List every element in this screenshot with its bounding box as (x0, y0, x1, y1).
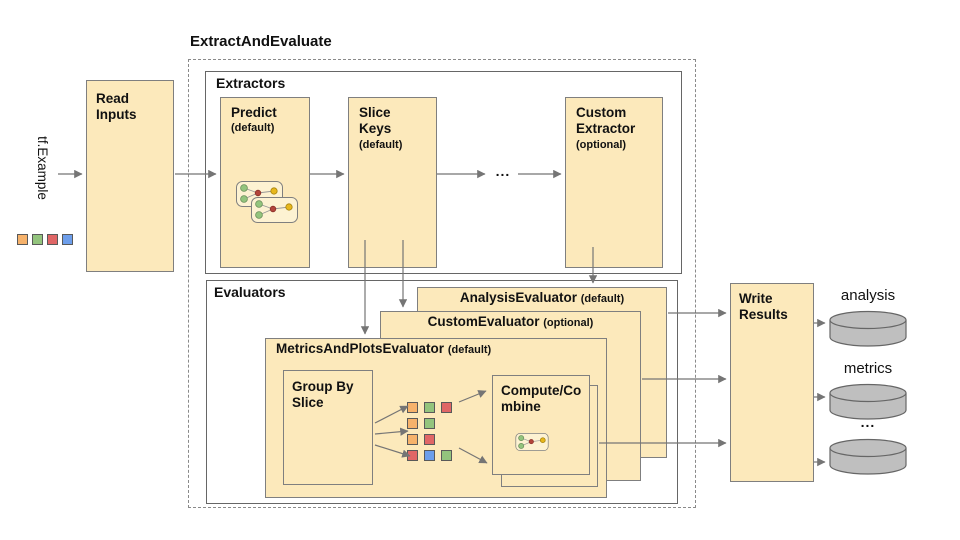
compute-model-icon (515, 433, 549, 451)
compute-combine-label: Compute/Combine (501, 383, 582, 415)
custom-extractor-title: Custom Extractor (576, 105, 636, 137)
extractors-ellipsis: ... (495, 163, 511, 179)
other-database-icon (829, 438, 907, 475)
metrics-and-plots-evaluator-title: MetricsAndPlotsEvaluator (default) (276, 341, 492, 356)
analysis-database-icon (829, 310, 907, 347)
input-square-green (32, 234, 43, 245)
metrics-output-label: metrics (843, 360, 893, 377)
read-inputs-box: Read Inputs (86, 80, 174, 272)
write-results-label: Write Results (739, 291, 788, 323)
slice-grid-row (407, 402, 452, 413)
slice-square-green (424, 418, 435, 429)
analysis-evaluator-title: AnalysisEvaluator (default) (459, 290, 625, 305)
extractors-label: Extractors (216, 75, 286, 91)
slice-grid (407, 402, 452, 461)
input-squares (17, 234, 73, 245)
slice-keys-extractor-box: Slice Keys (default) (348, 97, 437, 268)
custom-evaluator-title: CustomEvaluator (optional) (427, 314, 594, 329)
metrics-database-icon (829, 383, 907, 420)
tf-example-label: tf.Example (35, 136, 50, 200)
slice-square-green (424, 402, 435, 413)
input-square-orange (17, 234, 28, 245)
input-square-blue (62, 234, 73, 245)
group-by-slice-label: Group By Slice (292, 379, 354, 411)
analysis-output-label: analysis (840, 287, 896, 304)
compute-combine-box: Compute/Combine (492, 375, 590, 475)
custom-extractor-qualifier: (optional) (576, 138, 627, 151)
slice-square-orange (407, 402, 418, 413)
custom-extractor-box: Custom Extractor (optional) (565, 97, 663, 268)
diagram-title: ExtractAndEvaluate (190, 33, 332, 50)
slice-square-red (407, 450, 418, 461)
input-square-red (47, 234, 58, 245)
predict-model-icon (236, 181, 298, 223)
slice-keys-qualifier: (default) (359, 138, 403, 151)
slice-keys-title: Slice Keys (359, 105, 392, 137)
slice-grid-row (407, 434, 452, 445)
slice-square-blue (424, 450, 435, 461)
slice-square-red (424, 434, 435, 445)
slice-square-orange (407, 418, 418, 429)
evaluators-label: Evaluators (214, 284, 286, 300)
slice-square-orange (407, 434, 418, 445)
extract-and-evaluate-boundary (188, 59, 696, 508)
predict-qualifier: (default) (231, 122, 275, 135)
slice-grid-row (407, 450, 452, 461)
group-by-slice-box: Group By Slice (283, 370, 373, 485)
slice-square-green (441, 450, 452, 461)
read-inputs-label: Read Inputs (96, 91, 137, 123)
slice-square-red (441, 402, 452, 413)
predict-title: Predict (231, 105, 277, 120)
write-results-box: Write Results (730, 283, 814, 482)
slice-grid-row (407, 418, 452, 429)
